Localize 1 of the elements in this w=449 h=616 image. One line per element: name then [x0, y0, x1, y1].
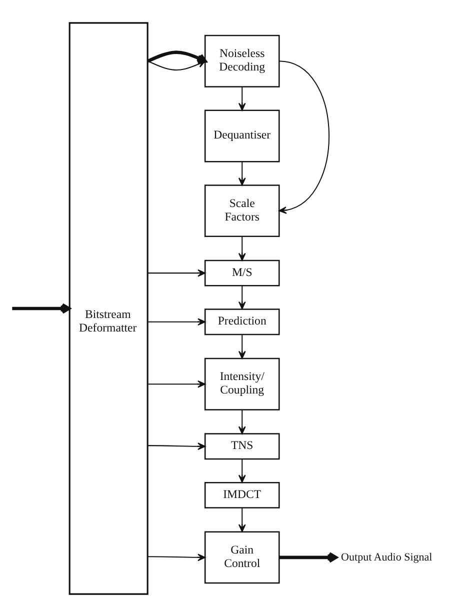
node-text: Output Audio Signal [341, 550, 432, 563]
